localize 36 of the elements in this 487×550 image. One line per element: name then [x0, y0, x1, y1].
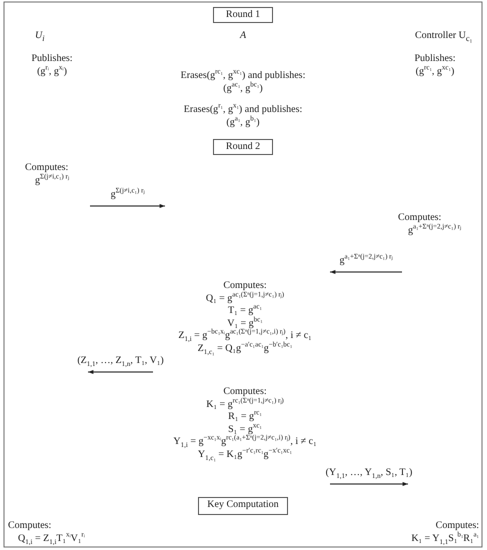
- message-label: g$^{Σ(j≠i,c₁) rⱼ}$: [110, 189, 146, 200]
- message-label: (Y$_{1,1}$, …, Y$_{1,n}$, S₁, T₁): [324, 467, 414, 478]
- participant-label: U$_{i}$: [35, 30, 45, 43]
- round-heading-box: Round 1: [213, 7, 273, 23]
- formula-text: Q$_{1,i}$ = Z$_{1,i}$T₁$^{xᵢ}$V₁$^{rᵢ}$: [18, 532, 86, 545]
- formula-text: Z$_{1,i}$ = g$^{−bc₁xᵢ}$g$^{ac₁(Σⁿ(j=1,j≠c₁,i) rⱼ)}$, i ≠ c₁: [177, 330, 313, 342]
- formula-text: Z$_{1,c₁}$ = Q₁g$^{−a′c₁ac₁}$g$^{−b′c₁bc₁}$: [196, 342, 294, 355]
- step-heading: Publishes:: [413, 53, 457, 66]
- formula-text: g$^{a₁+Σⁿ(j=2,j≠c₁) rⱼ}$: [408, 224, 462, 237]
- step-heading: Computes:: [8, 520, 52, 532]
- formula-text: Erases(g$^{r₁}$, g$^{x₁}$) and publishes:(g$^{a₁}$, g$^{b₁}$): [182, 104, 304, 129]
- participant-label: Controller U$_{c₁}$: [415, 30, 472, 43]
- formula-text: R₁ = g$^{rc₁}$: [227, 411, 263, 424]
- round-heading-box: Round 2: [213, 139, 273, 155]
- formula-text: Erases(g$^{rc₁}$, g$^{xc₁}$) and publishes:(g$^{ac₁}$, g$^{bc₁}$): [180, 70, 306, 95]
- formula-text: g$^{Σ(j≠i,c₁) rⱼ}$: [35, 174, 70, 187]
- formula-text: (g$^{rᵢ}$, g$^{xᵢ}$): [36, 66, 68, 78]
- formula-text: S₁ = g$^{xc₁}$: [227, 424, 263, 434]
- formula-text: Q₁ = g$^{ac₁(Σⁿ(j=1,j≠c₁) rⱼ)}$: [204, 292, 286, 305]
- step-heading: Computes:: [25, 162, 70, 174]
- message-label: (Z$_{1,1}$, …, Z$_{1,n}$, T₁, V₁): [76, 355, 165, 366]
- step-heading: Computes:: [222, 386, 268, 398]
- formula-text: K₁ = Y$_{1,1}$S₁$^{b₁}$R₁$^{a₁}$: [410, 532, 479, 545]
- round-heading-box: Key Computation: [198, 497, 288, 515]
- formula-text: T₁ = g$^{ac₁}$: [228, 305, 263, 316]
- step-heading: Computes:: [398, 212, 442, 224]
- step-heading: Computes:: [222, 280, 268, 292]
- formula-text: (g$^{rc₁}$, g$^{xc₁}$): [414, 66, 456, 78]
- formula-text: Y$_{1,i}$ = g$^{−xc₁xᵢ}$g$^{rc₁(a₁+Σⁿ(j=2,j≠c₁,i) rⱼ)}$, i ≠ c₁: [172, 436, 318, 448]
- formula-text: Y$_{1,c₁}$ = K₁g$^{−r′c₁rc₁}$g$^{−x′c₁xc₁}$: [196, 448, 294, 461]
- participant-label: A: [240, 30, 246, 41]
- step-heading: Computes:: [434, 520, 479, 532]
- step-heading: Publishes:: [30, 53, 74, 66]
- formula-text: V₁ = g$^{bc₁}$: [226, 318, 264, 328]
- formula-text: K₁ = g$^{rc₁(Σⁿ(j=1,j≠c₁) rⱼ)}$: [205, 398, 285, 411]
- message-label: g$^{a₁+Σⁿ(j=2,j≠c₁) rⱼ}$: [338, 255, 394, 266]
